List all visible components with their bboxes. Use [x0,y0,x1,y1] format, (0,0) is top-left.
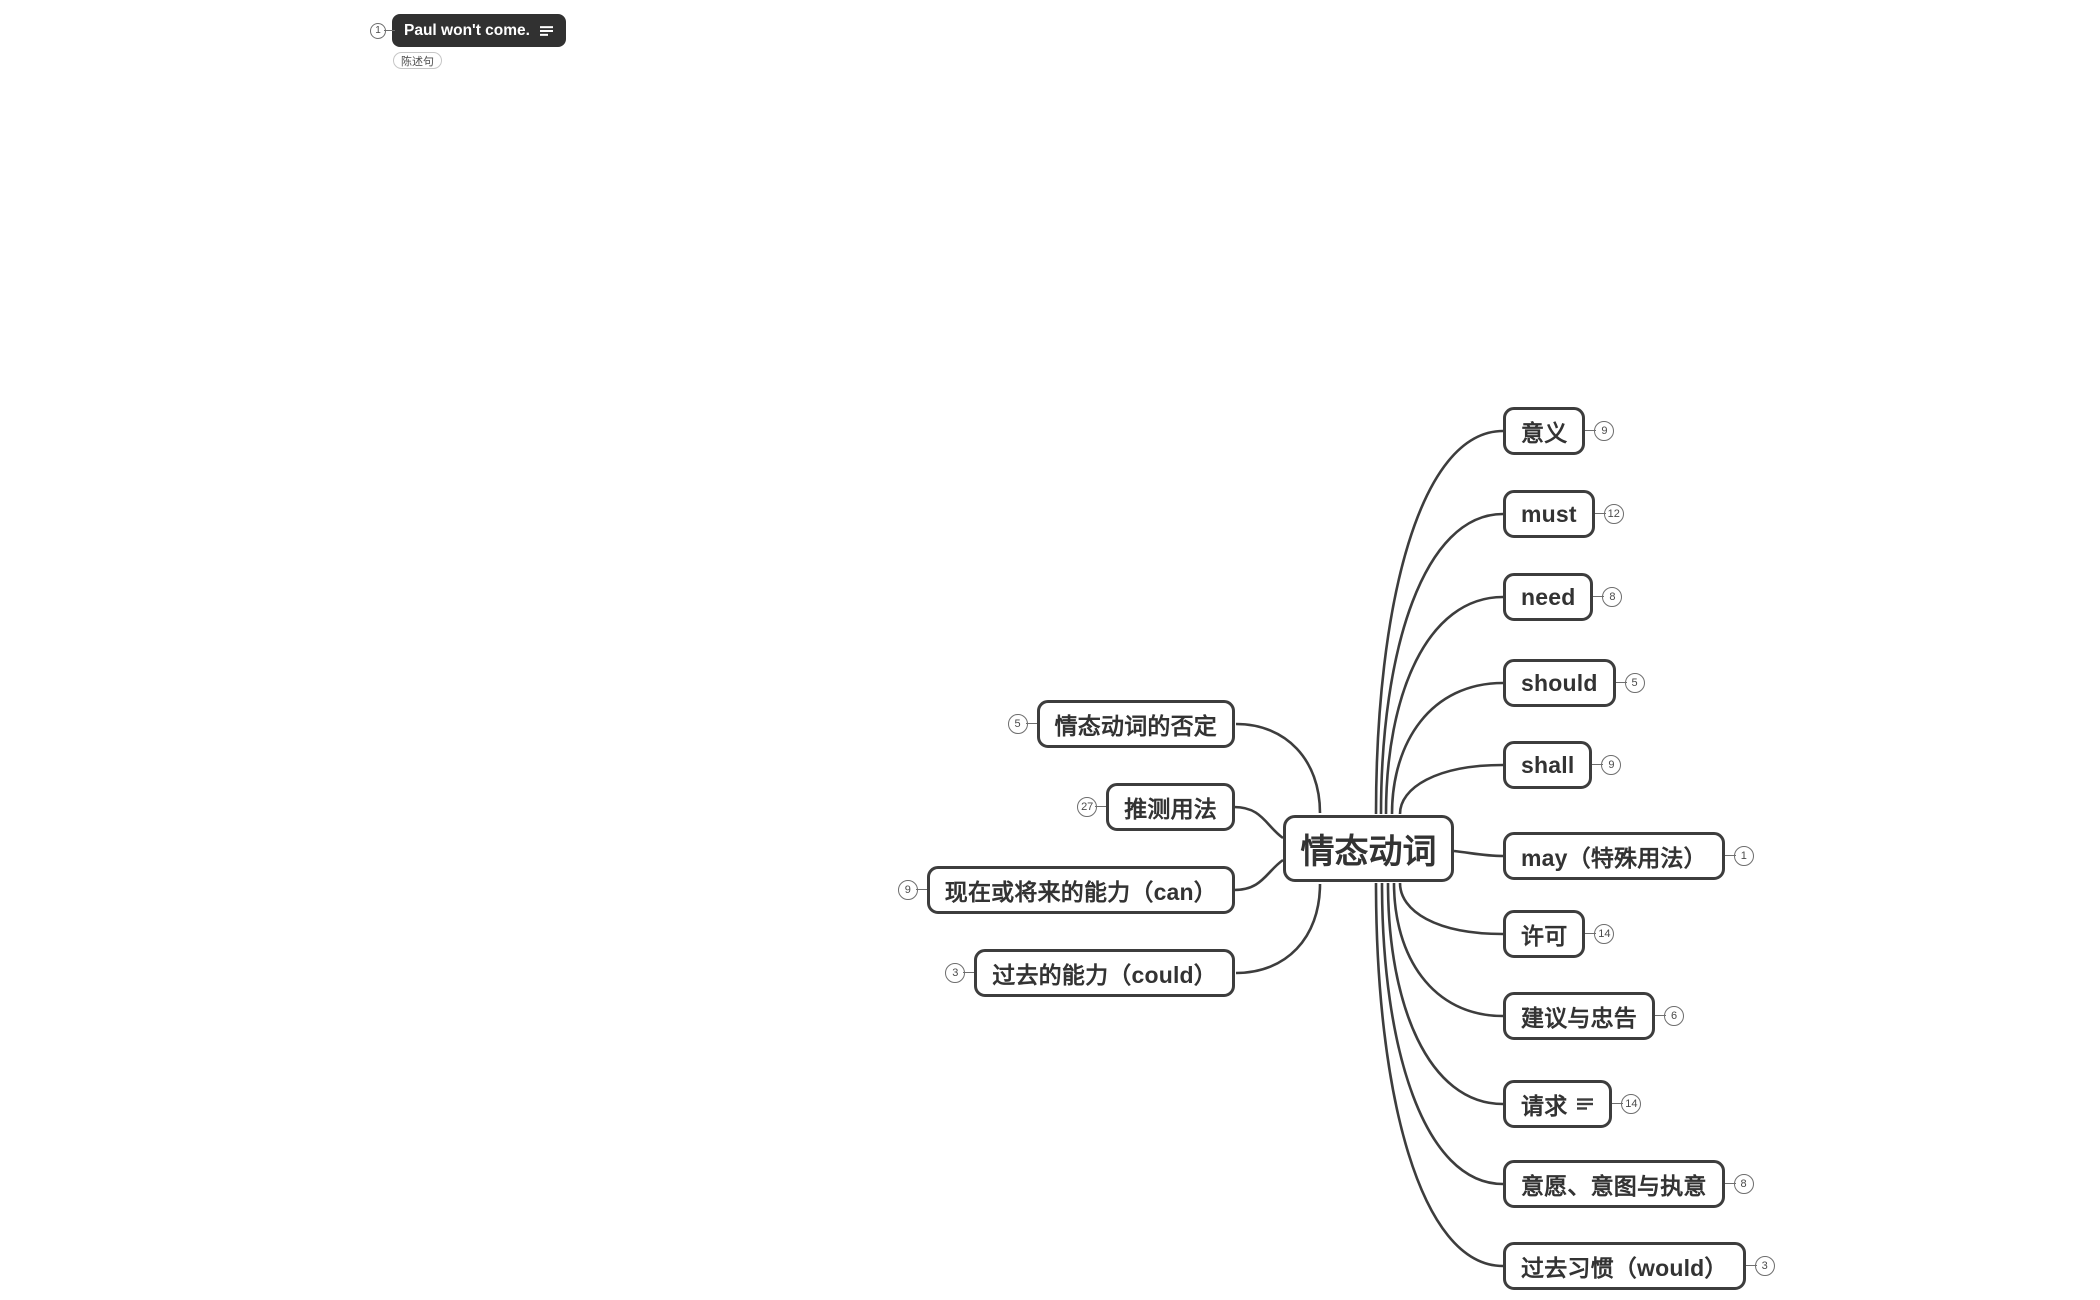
connector-line [1398,763,1504,815]
topic-label: should [1521,669,1598,696]
collapsed-count-badge[interactable]: 5 [1615,673,1645,693]
topic-label: 情态动词的否定 [1054,713,1217,739]
topic-label: 过去的能力（could） [992,962,1217,988]
connector-line [1233,805,1284,840]
collapsed-count-badge[interactable]: 1 [370,22,395,39]
topic-label: 推测用法 [1124,796,1217,822]
topic-node[interactable]: 过去习惯（would） [1503,1242,1746,1290]
branch-right: must 12 [1503,490,1624,538]
topic-node[interactable]: 过去的能力（could） [974,949,1235,997]
topic-node[interactable]: must [1503,490,1595,538]
topic-node[interactable]: 许可 [1503,910,1586,958]
topic-node[interactable]: shall [1503,741,1593,789]
topic-label: 建议与忠告 [1521,1005,1637,1031]
topic-label: 现在或将来的能力（can） [944,879,1217,905]
floating-topic-label: Paul won't come. [404,21,530,39]
collapsed-count-badge[interactable]: 3 [945,963,975,983]
connector-line [1453,849,1504,858]
floating-topic[interactable]: Paul won't come. [392,14,566,47]
topic-label: 请求 [1521,1093,1568,1119]
collapsed-count-badge[interactable]: 14 [1585,924,1615,944]
topic-label: 过去习惯（would） [1521,1255,1728,1281]
topic-label: need [1521,583,1576,610]
branch-right: may（特殊用法） 1 [1503,832,1754,880]
topic-node[interactable]: need [1503,573,1594,621]
connector-line [1374,429,1504,815]
topic-label: 意义 [1521,420,1568,446]
collapsed-count-badge[interactable]: 8 [1593,587,1623,607]
topic-node[interactable]: may（特殊用法） [1503,832,1725,880]
branch-left: 3 过去的能力（could） [945,949,1235,997]
topic-node[interactable]: 意愿、意图与执意 [1503,1160,1725,1208]
topic-node[interactable]: 现在或将来的能力（can） [926,866,1235,914]
central-topic[interactable]: 情态动词 [1283,815,1454,882]
branch-right: 过去习惯（would） 3 [1503,1242,1775,1290]
collapsed-count-badge[interactable]: 27 [1077,797,1107,817]
collapsed-count-badge[interactable]: 14 [1612,1094,1642,1114]
connector-line [1374,882,1504,1268]
collapsed-count-badge[interactable]: 9 [1585,421,1615,441]
branch-left: 9 现在或将来的能力（can） [897,866,1235,914]
connector-line [1392,882,1504,1018]
branch-left: 27 推测用法 [1077,783,1235,831]
branch-right: 建议与忠告 6 [1503,992,1684,1040]
topic-node[interactable]: 请求 [1503,1080,1613,1128]
topic-node[interactable]: 推测用法 [1106,783,1235,831]
topic-label: shall [1521,751,1575,778]
collapsed-count-badge[interactable]: 6 [1655,1006,1684,1026]
topic-node[interactable]: should [1503,659,1616,707]
connector-line [1386,882,1504,1106]
topic-node[interactable]: 情态动词的否定 [1036,700,1235,748]
notes-icon[interactable] [539,25,554,37]
notes-icon[interactable] [1577,1097,1594,1111]
topic-label: must [1521,500,1577,527]
connector-line [1233,858,1284,892]
topic-label: may（特殊用法） [1521,845,1707,871]
branch-right: should 5 [1503,659,1645,707]
collapsed-count-badge[interactable]: 1 [1724,846,1754,866]
branch-right: 意愿、意图与执意 8 [1503,1160,1754,1208]
topic-node[interactable]: 建议与忠告 [1503,992,1655,1040]
collapsed-count-badge[interactable]: 9 [897,880,927,900]
connector-line [1390,681,1504,815]
branch-right: 许可 14 [1503,910,1615,958]
collapsed-count-badge[interactable]: 9 [1592,755,1622,775]
connector-line [1384,595,1504,815]
connector-line [1398,882,1504,936]
collapsed-count-badge[interactable]: 3 [1745,1256,1775,1276]
connector-line [1235,883,1322,975]
floating-topic-row: 1 Paul won't come. [370,14,566,47]
topic-label: 意愿、意图与执意 [1521,1173,1707,1199]
label-tag: 陈述句 [393,52,442,69]
branch-right: shall 9 [1503,741,1622,789]
connector-line [1379,512,1504,815]
topic-node[interactable]: 意义 [1503,407,1586,455]
collapsed-count-badge[interactable]: 8 [1724,1174,1754,1194]
branch-right: 请求 14 [1503,1080,1642,1128]
branch-right: need 8 [1503,573,1623,621]
topic-label: 许可 [1521,923,1568,949]
connector-line [1235,722,1322,814]
connector-line [1380,882,1504,1186]
collapsed-count-badge[interactable]: 12 [1594,504,1624,524]
collapsed-count-badge[interactable]: 5 [1007,714,1037,734]
branch-left: 5 情态动词的否定 [1007,700,1235,748]
branch-right: 意义 9 [1503,407,1615,455]
